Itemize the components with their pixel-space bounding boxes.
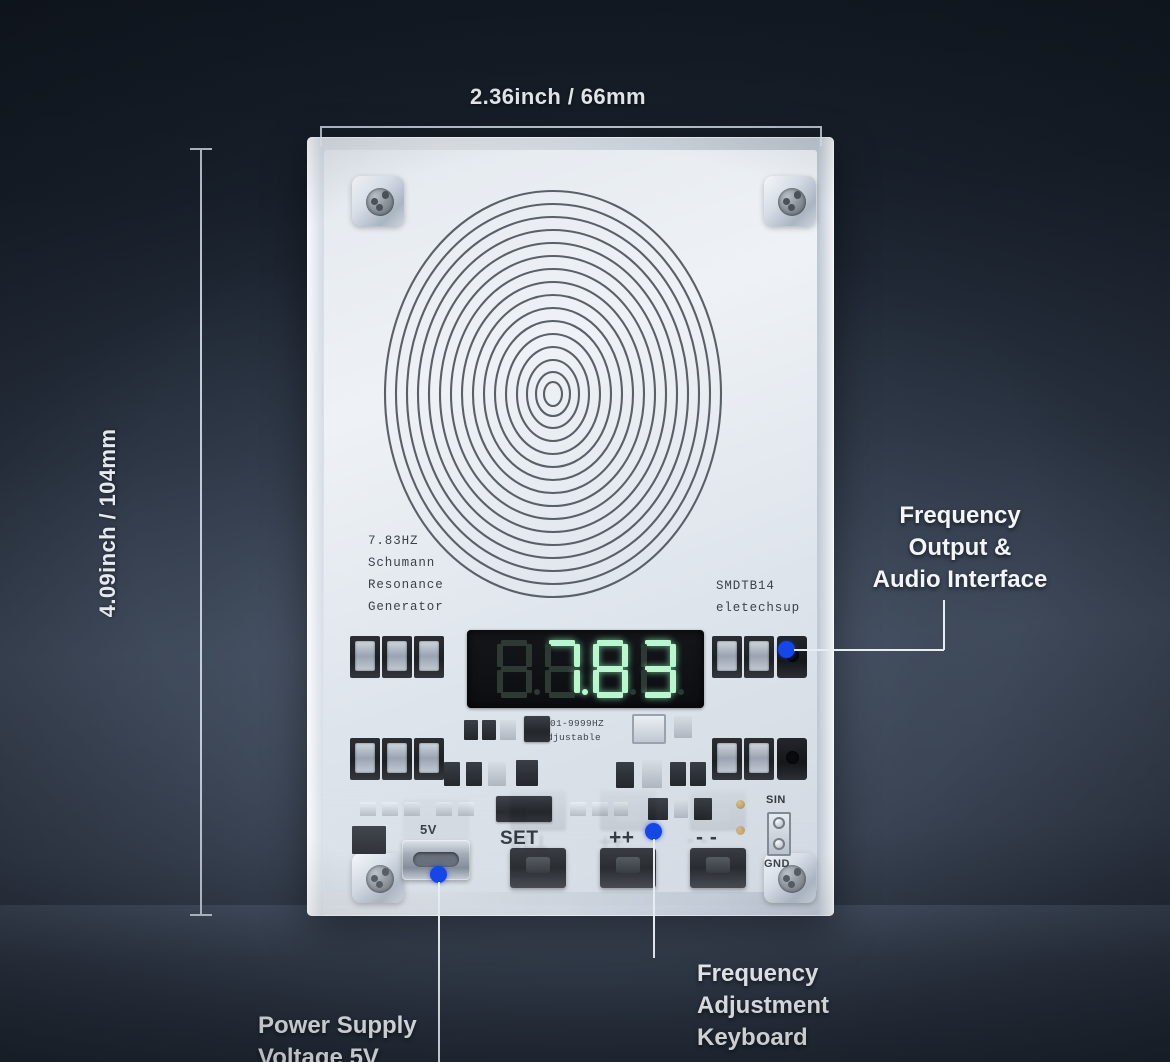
vignette-overlay xyxy=(0,0,1170,1062)
